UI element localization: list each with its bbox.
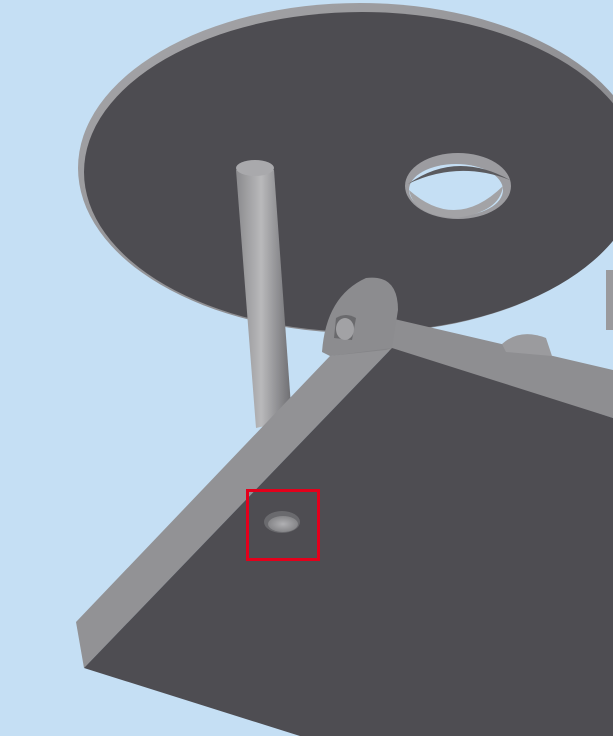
base-top-edge — [386, 318, 613, 418]
base-hole[interactable] — [264, 511, 300, 533]
disk-hole[interactable] — [405, 153, 511, 219]
base-side-face — [76, 348, 392, 668]
mounting-lug[interactable] — [322, 277, 398, 356]
pin-cylinder — [502, 334, 552, 356]
support-rod[interactable] — [236, 160, 292, 428]
base-bottom-face[interactable] — [84, 348, 613, 736]
support-rod-right — [606, 270, 613, 330]
selection-highlight-box — [246, 489, 320, 561]
disk-face[interactable] — [84, 12, 613, 332]
